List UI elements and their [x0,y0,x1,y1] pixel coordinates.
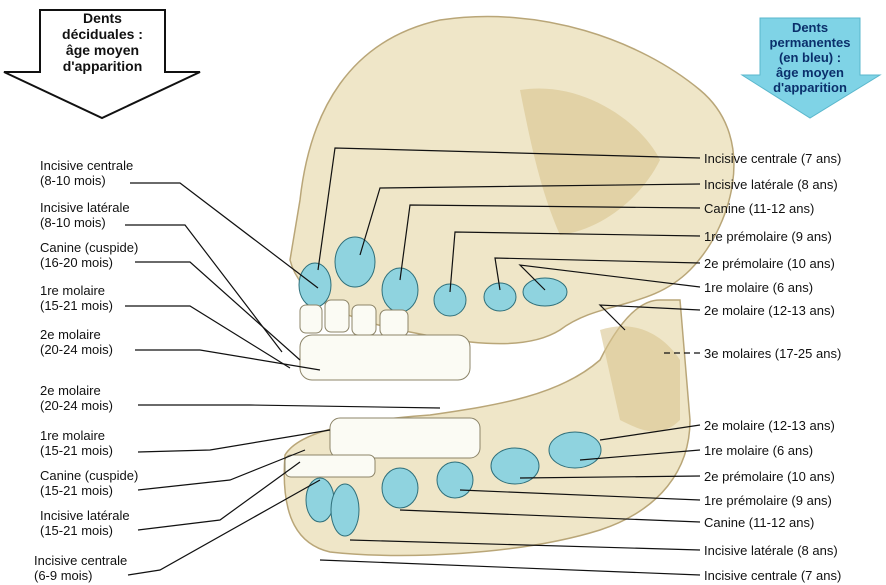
tooth-age: (15-21 mois) [40,523,130,538]
deciduous-header: Dents déciduales : âge moyen d'apparitio… [0,2,205,120]
permanent-header-line: Dents [740,20,880,35]
tooth-name: Incisive latérale [40,200,130,215]
deciduous-header-line: déciduales : [0,26,205,42]
permanent-header-line: âge moyen [740,65,880,80]
deciduous-header-line: d'apparition [0,58,205,74]
tooth-age: (8-10 mois) [40,215,130,230]
deciduous-header-line: âge moyen [0,42,205,58]
tooth-age: (15-21 mois) [40,483,138,498]
tooth-name: Canine (cuspide) [40,240,138,255]
permanent-label: Incisive latérale (8 ans) [704,543,838,558]
tooth-age: (15-21 mois) [40,298,113,313]
upper-perm-canine [382,268,418,312]
permanent-label: 2e molaire (12-13 ans) [704,418,835,433]
permanent-header-text: Dents permanentes (en bleu) : âge moyen … [740,20,880,95]
lower-perm-premolar-1 [437,462,473,498]
permanent-label: Incisive centrale (7 ans) [704,568,841,583]
permanent-label: Incisive latérale (8 ans) [704,177,838,192]
upper-dec-canine [352,305,376,335]
permanent-label: 3e molaires (17-25 ans) [704,346,841,361]
permanent-label: Canine (11-12 ans) [704,201,814,216]
tooth-name: 1re molaire [40,428,113,443]
deciduous-label: Incisive latérale (15-21 mois) [40,508,130,538]
tooth-name: Incisive centrale [40,158,133,173]
tooth-name: 1re molaire [40,283,113,298]
upper-dec-molar-1 [380,310,408,336]
tooth-name: Incisive latérale [40,508,130,523]
deciduous-header-line: Dents [0,10,205,26]
deciduous-label: Incisive centrale (8-10 mois) [40,158,133,188]
permanent-label: 1re molaire (6 ans) [704,443,813,458]
lower-perm-lateral-incisor [331,484,359,536]
tooth-age: (16-20 mois) [40,255,138,270]
permanent-label: 2e prémolaire (10 ans) [704,256,835,271]
tooth-name: Incisive centrale [34,553,127,568]
deciduous-label: Canine (cuspide) (16-20 mois) [40,240,138,270]
upper-dec-molar-row [300,335,470,380]
permanent-label: 2e molaire (12-13 ans) [704,303,835,318]
permanent-label: 1re molaire (6 ans) [704,280,813,295]
permanent-label: 1re prémolaire (9 ans) [704,229,832,244]
tooth-age: (20-24 mois) [40,342,113,357]
permanent-label: Canine (11-12 ans) [704,515,814,530]
lower-perm-central-incisor [306,478,334,522]
upper-dec-incisor-2 [325,300,349,332]
lower-perm-molar-1 [549,432,601,468]
permanent-label: 1re prémolaire (9 ans) [704,493,832,508]
permanent-header-line: d'apparition [740,80,880,95]
permanent-label: 2e prémolaire (10 ans) [704,469,835,484]
tooth-name: 2e molaire [40,383,113,398]
permanent-label: Incisive centrale (7 ans) [704,151,841,166]
deciduous-label: Incisive centrale (6-9 mois) [34,553,127,583]
deciduous-label: 2e molaire (20-24 mois) [40,383,113,413]
tooth-age: (8-10 mois) [40,173,133,188]
upper-dec-incisor-1 [300,305,322,333]
lower-perm-canine [382,468,418,508]
deciduous-label: Canine (cuspide) (15-21 mois) [40,468,138,498]
lower-dec-incisors [285,455,375,477]
tooth-name: 2e molaire [40,327,113,342]
permanent-header: Dents permanentes (en bleu) : âge moyen … [740,10,880,125]
permanent-header-line: permanentes [740,35,880,50]
lower-perm-premolar-2 [491,448,539,484]
tooth-age: (15-21 mois) [40,443,113,458]
deciduous-header-text: Dents déciduales : âge moyen d'apparitio… [0,10,205,74]
permanent-header-line: (en bleu) : [740,50,880,65]
tooth-age: (6-9 mois) [34,568,127,583]
deciduous-label: Incisive latérale (8-10 mois) [40,200,130,230]
deciduous-label: 1re molaire (15-21 mois) [40,428,113,458]
deciduous-label: 1re molaire (15-21 mois) [40,283,113,313]
deciduous-label: 2e molaire (20-24 mois) [40,327,113,357]
lower-dec-molar-row [330,418,480,458]
tooth-age: (20-24 mois) [40,398,113,413]
tooth-name: Canine (cuspide) [40,468,138,483]
upper-perm-molar-1 [523,278,567,306]
upper-perm-lateral-incisor [335,237,375,287]
